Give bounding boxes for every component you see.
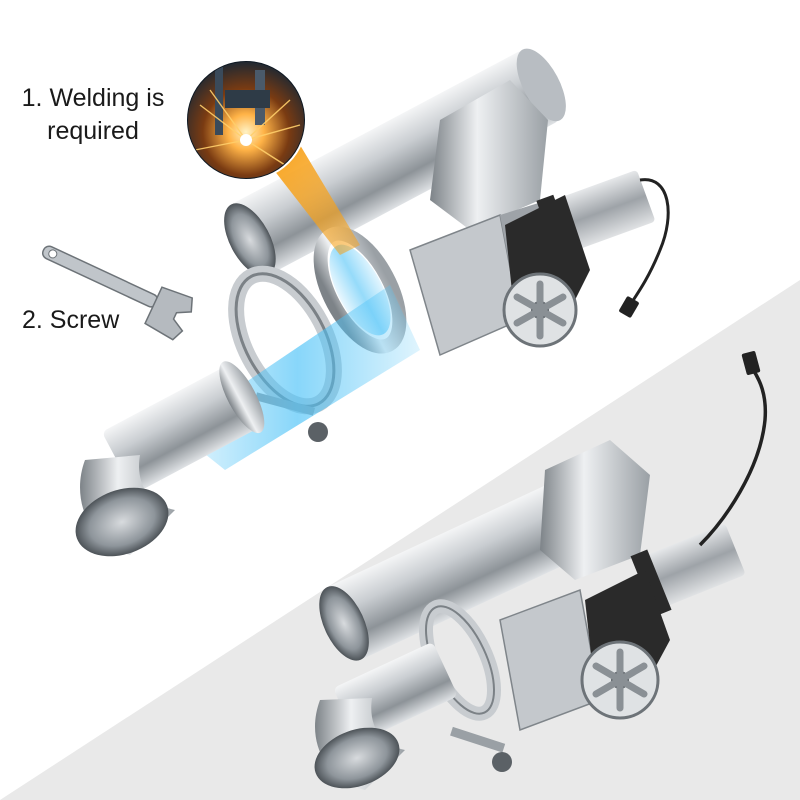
welding-photo: [185, 59, 307, 181]
dc-power-cable-top: [628, 178, 670, 306]
welding-label-line2: required: [47, 117, 139, 145]
screw-label: 2. Screw: [22, 306, 120, 334]
dc-power-cable-bottom: [698, 367, 768, 547]
wrench-icon: [41, 245, 194, 341]
welding-label: 1. Welding is required: [18, 82, 168, 148]
welding-label-line1: 1. Welding is: [21, 84, 165, 112]
exhaust-cutout-assembled: [314, 351, 768, 790]
orange-highlight-beam: [270, 145, 360, 255]
